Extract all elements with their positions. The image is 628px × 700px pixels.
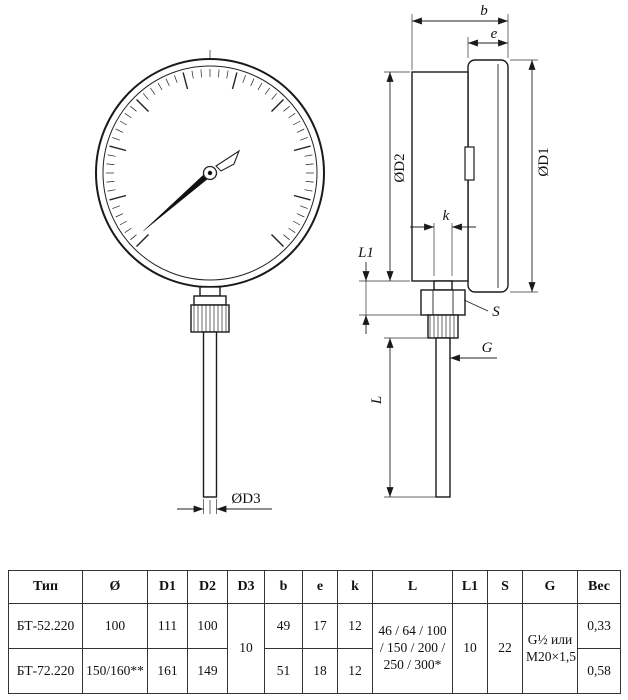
cell-l-merged: 46 / 64 / 100 / 150 / 200 / 250 / 300* [372,603,453,694]
cell-type: БТ-72.220 [8,648,83,694]
dial-ticks [106,69,314,247]
cell-weight: 0,58 [577,648,621,694]
dim-label-g: G [482,340,493,356]
dimension-e: e [467,26,508,58]
cell-b: 51 [264,648,303,694]
dimension-b: b [411,3,509,70]
table-row: БТ-52.220 100 111 100 10 49 17 12 46 / 6… [8,603,621,694]
cell-diameter: 100 [82,603,148,649]
dim-label-k: k [443,208,450,224]
dimension-d3: ØD3 [177,491,272,514]
col-header-d3: D3 [227,570,265,604]
callout-s: S [463,299,500,320]
col-header-k: k [337,570,373,604]
col-header-d1: D1 [147,570,188,604]
dimension-l1: L1 [357,245,421,334]
cell-type: БТ-52.220 [8,603,83,649]
dimension-k: k [410,208,476,276]
front-view: ØD3 [95,50,325,518]
table-header-row: Тип Ø D1 D2 D3 b e k L L1 S G Вес [8,570,621,604]
neck-side [433,280,453,291]
col-header-e: e [302,570,338,604]
side-view: b e ØD2 ØD1 [357,3,552,498]
cell-d2: 100 [187,603,228,649]
dimension-l: L [369,337,436,498]
table-row: БТ-72.220 150/160** 161 149 51 18 12 0,5… [8,648,621,694]
immersion-stem-front [202,331,218,498]
dim-label-b: b [480,3,488,19]
dimension-d1: ØD1 [510,59,552,293]
col-header-diameter: Ø [82,570,148,604]
col-header-l: L [372,570,453,604]
cell-e: 17 [302,603,338,649]
threaded-bushing-side [427,314,459,339]
col-header-l1: L1 [452,570,488,604]
dim-label-e: e [491,26,498,42]
spec-table: Тип Ø D1 D2 D3 b e k L L1 S G Вес БТ-52.… [8,570,621,694]
neck-collar-upper [199,286,221,297]
col-header-s: S [487,570,523,604]
cell-k: 12 [337,648,373,694]
dim-label-l1: L1 [357,245,374,261]
dimension-d2: ØD2 [359,71,410,282]
neck-collar-lower [193,295,227,306]
col-header-type: Тип [8,570,83,604]
cell-g-merged: G½ или М20×1,5 [522,603,578,694]
cell-s-merged: 22 [487,603,523,694]
cell-d1: 161 [147,648,188,694]
col-header-weight: Вес [577,570,621,604]
dim-label-l: L [369,396,385,405]
cell-d3-merged: 10 [227,603,265,694]
cell-d2: 149 [187,648,228,694]
cell-b: 49 [264,603,303,649]
col-header-g: G [522,570,578,604]
callout-g: G [450,340,497,362]
cell-diameter: 150/160** [82,648,148,694]
hex-nut-side [420,289,466,316]
dim-label-d1: ØD1 [536,147,552,176]
needle-counterweight [215,149,241,172]
case-body-side [411,71,469,282]
col-header-b: b [264,570,303,604]
dim-label-s: S [492,304,500,320]
technical-drawing: ØD3 b e [95,3,552,518]
needle-hub-dot [207,170,213,176]
dim-label-d2: ØD2 [392,153,408,182]
threaded-bushing-front [190,304,230,333]
cell-d1: 111 [147,603,188,649]
cell-e: 18 [302,648,338,694]
dim-label-d3: ØD3 [231,491,260,507]
cell-weight: 0,33 [577,603,621,649]
immersion-stem-side [435,337,451,498]
col-header-d2: D2 [187,570,228,604]
cell-k: 12 [337,603,373,649]
mounting-tab [464,146,475,181]
cell-l1-merged: 10 [452,603,488,694]
